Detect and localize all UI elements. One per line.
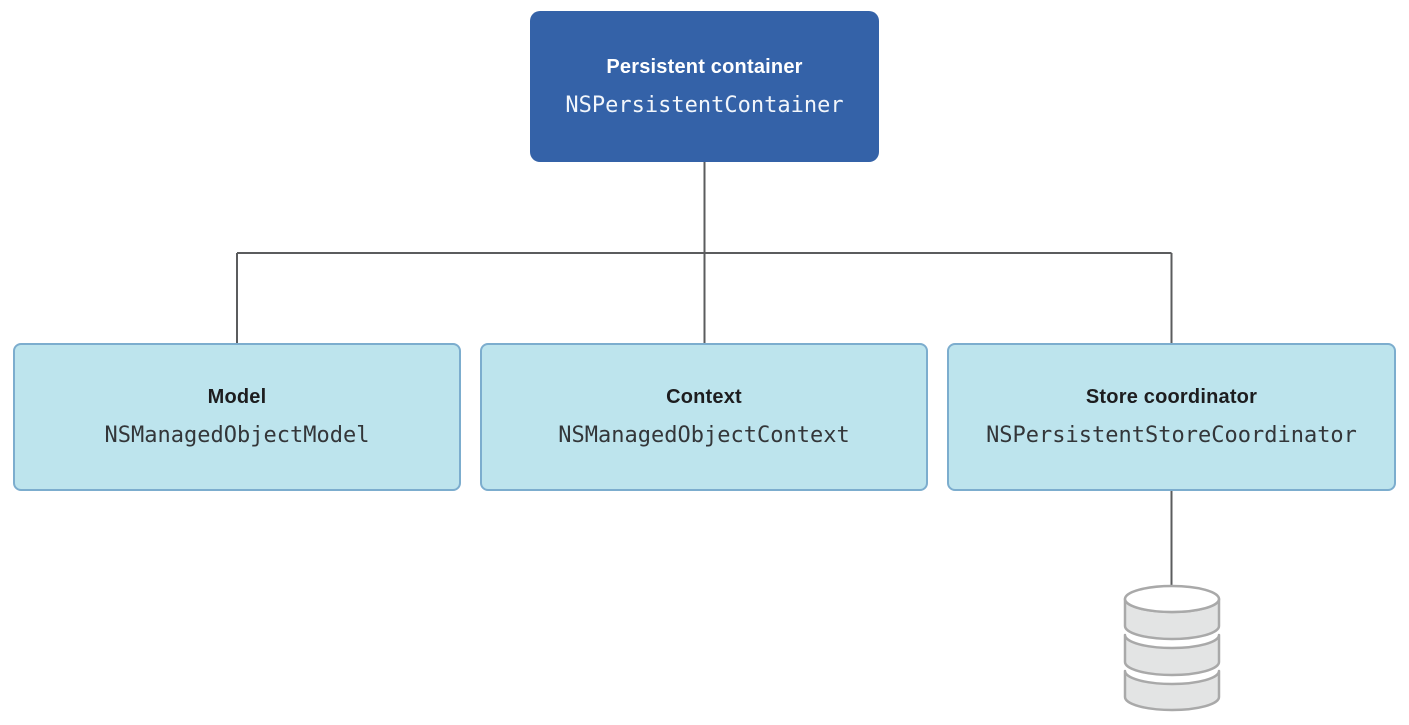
node-store-coordinator: Store coordinator NSPersistentStoreCoord… <box>947 343 1396 491</box>
node-model: Model NSManagedObjectModel <box>13 343 461 491</box>
node-title: Store coordinator <box>1085 386 1258 408</box>
database-cylinder-icon <box>1123 584 1221 712</box>
node-persistent-container: Persistent container NSPersistentContain… <box>530 11 879 162</box>
node-title: Persistent container <box>606 55 803 78</box>
node-class-name: NSManagedObjectModel <box>104 423 370 448</box>
node-title: Context <box>666 386 742 408</box>
node-class-name: NSPersistentContainer <box>565 92 844 118</box>
node-class-name: NSManagedObjectContext <box>558 423 850 448</box>
node-title: Model <box>207 386 267 408</box>
node-class-name: NSPersistentStoreCoordinator <box>986 423 1357 448</box>
node-context: Context NSManagedObjectContext <box>480 343 928 491</box>
